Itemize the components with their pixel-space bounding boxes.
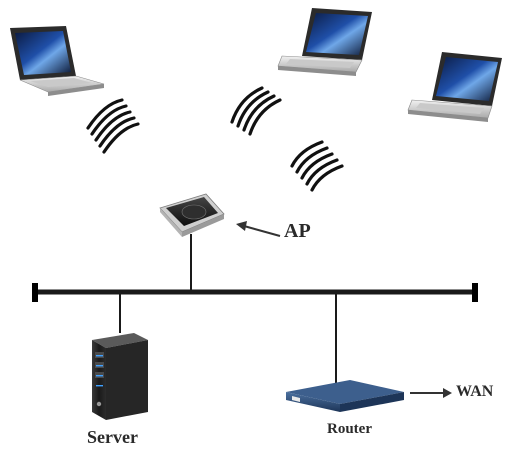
wifi-signal-icon [86, 98, 140, 154]
laptop-icon [277, 8, 372, 76]
router-label: Router [327, 421, 372, 437]
network-bus [32, 283, 478, 302]
wan-label: WAN [456, 383, 494, 400]
router-icon [286, 380, 404, 412]
wifi-signal-icon [290, 140, 344, 192]
server-label: Server [87, 427, 138, 447]
laptop-icon [10, 26, 105, 96]
wan-pointer-arrow [410, 388, 452, 398]
server-tower-icon [92, 333, 148, 420]
wifi-signal-icon [230, 86, 282, 136]
laptop-icon [407, 52, 502, 122]
ap-pointer-arrow [236, 221, 281, 237]
wireless-access-point-icon [159, 193, 225, 237]
ap-label: AP [284, 220, 311, 242]
